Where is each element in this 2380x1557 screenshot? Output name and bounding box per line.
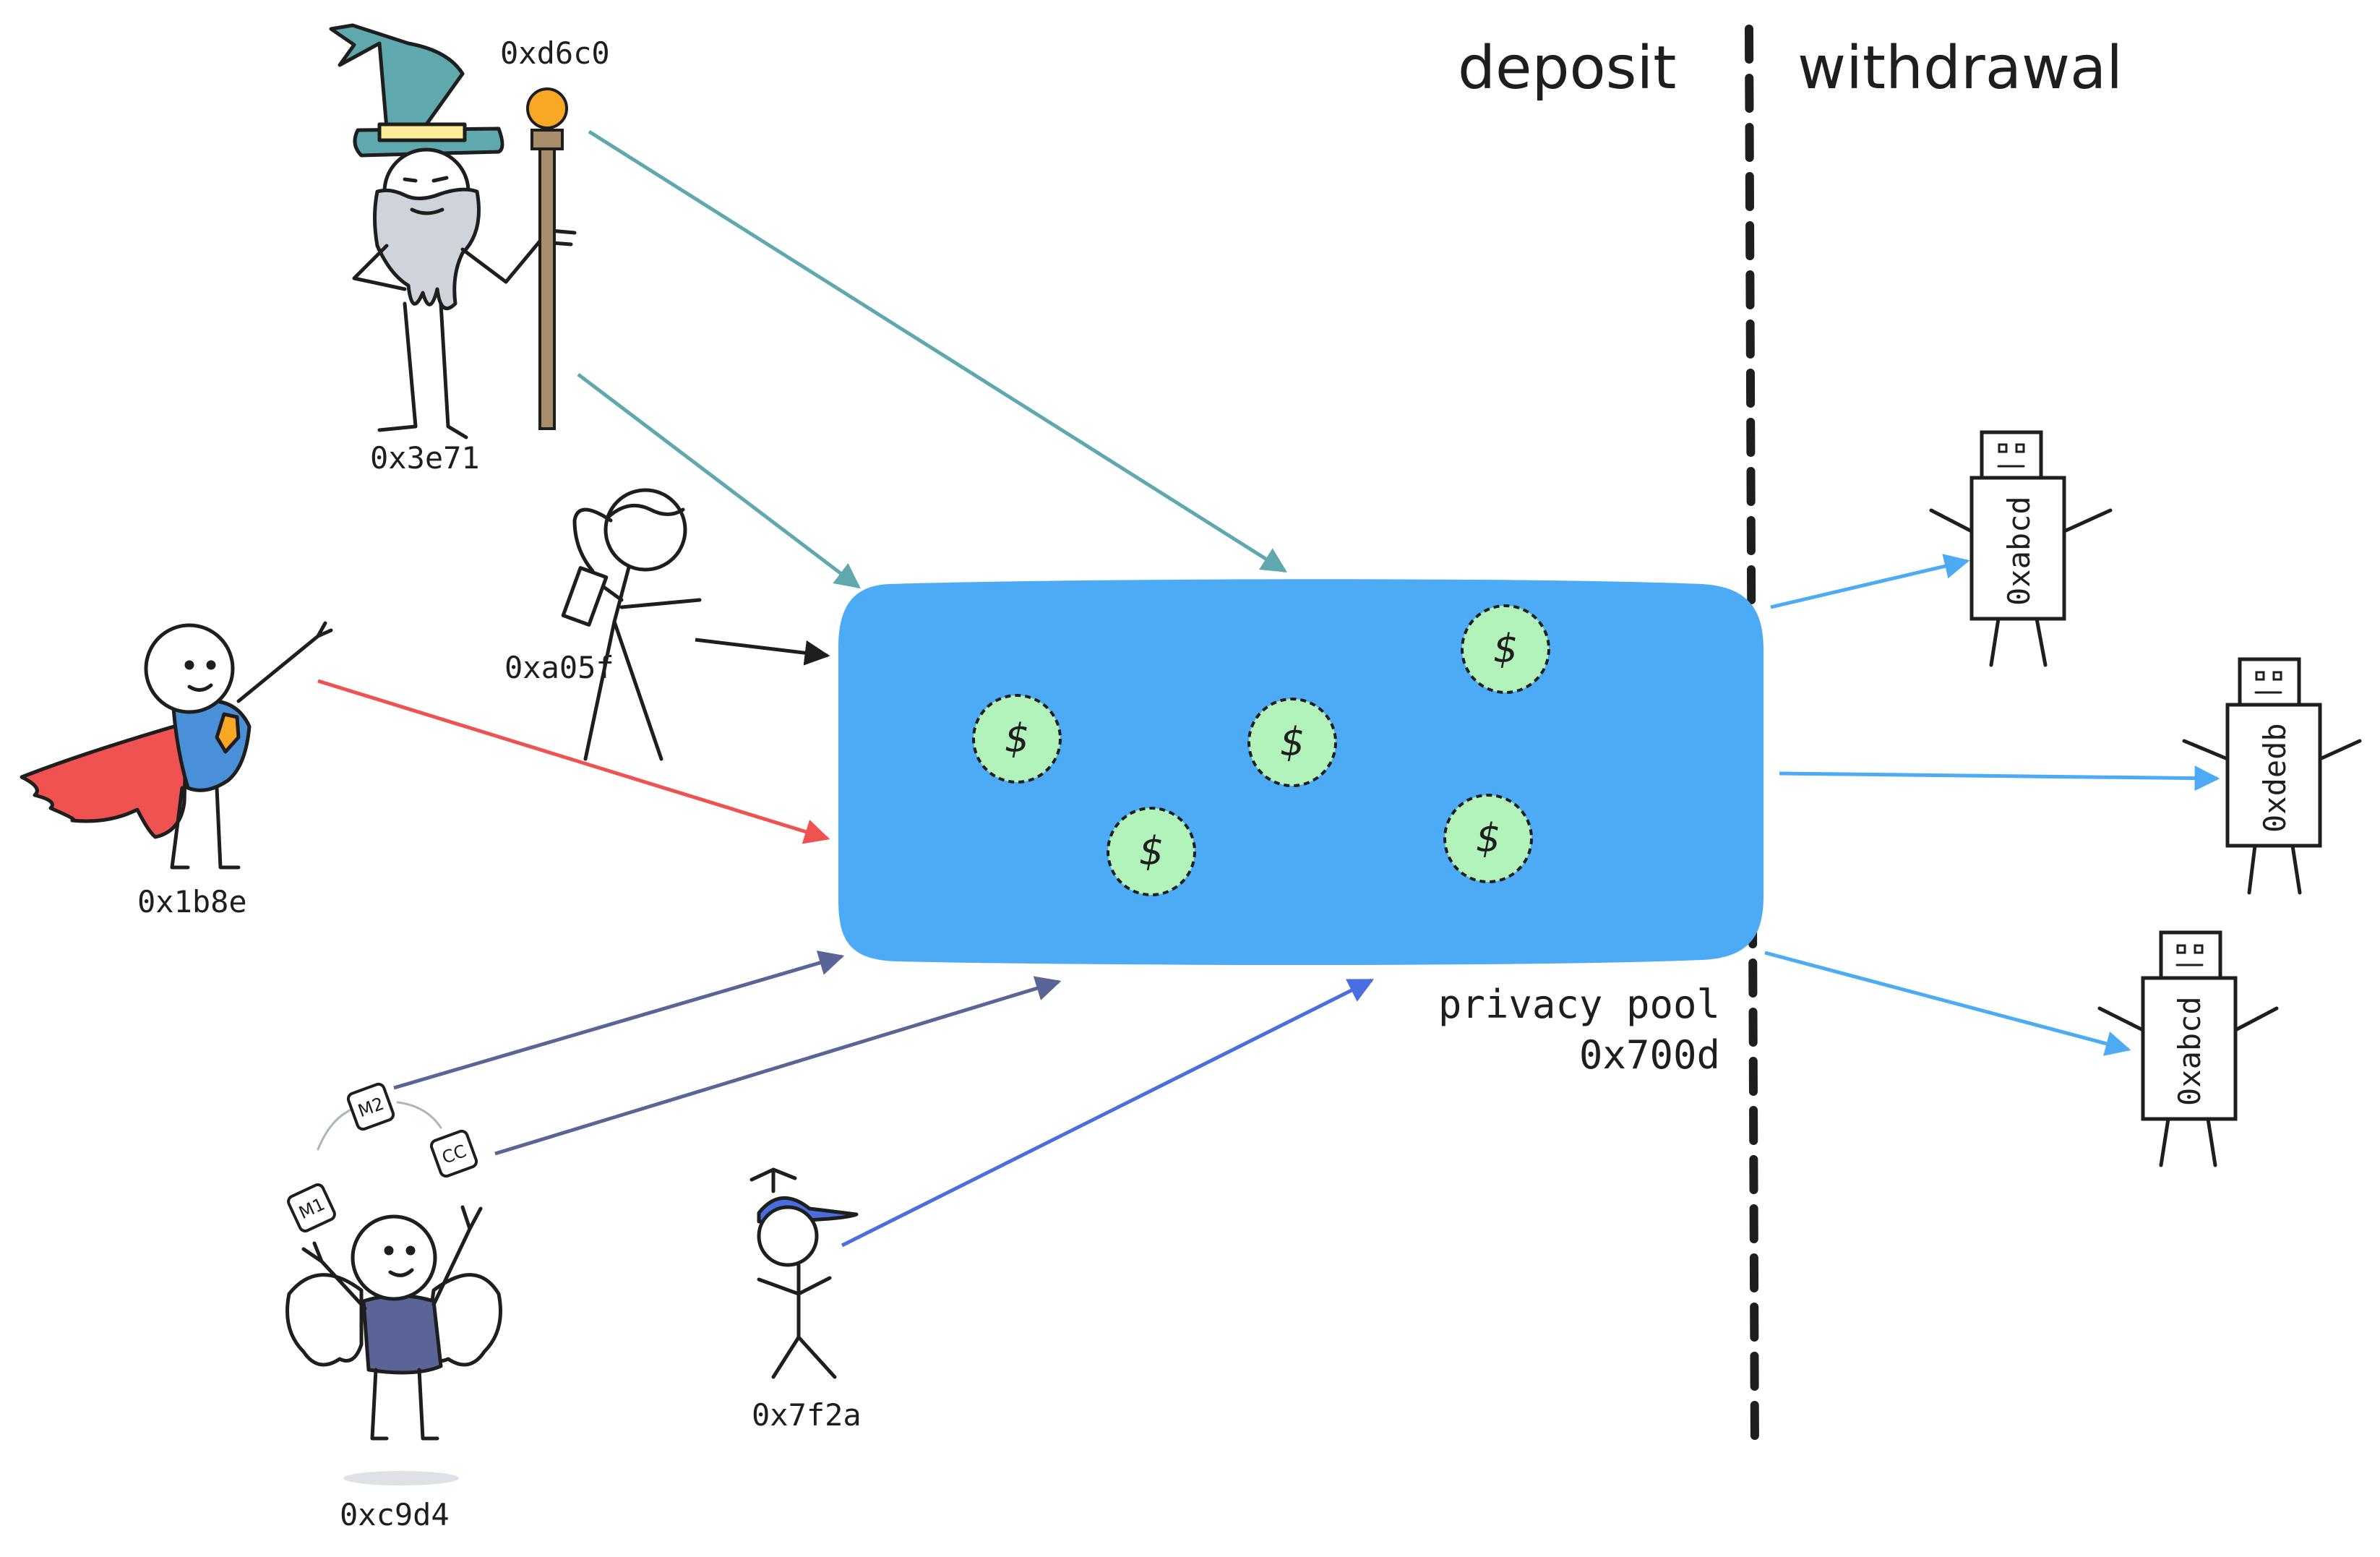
coin: $ [1247, 698, 1337, 787]
pool-label: privacy pool [1438, 982, 1720, 1027]
phone-person-address: 0xa05f [504, 650, 614, 685]
svg-text:0xabcd: 0xabcd [2001, 496, 2037, 606]
angel-juggler-figure [285, 1101, 502, 1485]
deposit-arrow-0x3e71 [577, 373, 861, 589]
coin: $ [1107, 807, 1196, 896]
svg-text:$: $ [1493, 626, 1518, 672]
deposit-arrow-0xc9d4-a [393, 951, 845, 1090]
superhero-address: 0x1b8e [137, 884, 247, 919]
wizard-figure [329, 23, 577, 439]
withdrawal-arrow-3 [1764, 951, 2131, 1056]
usb-robot-1: 0xabcd [1929, 430, 2113, 667]
coin: $ [972, 694, 1062, 784]
coin: $ [1443, 794, 1533, 883]
angel-address: 0xc9d4 [340, 1497, 450, 1532]
svg-text:0xdedb: 0xdedb [2257, 723, 2293, 833]
deposit-arrow-0xa05f [695, 638, 830, 666]
propeller-kid-address: 0x7f2a [752, 1397, 862, 1433]
pool-address: 0x700d [1579, 1032, 1720, 1078]
deposit-arrow-0x7f2a [841, 978, 1375, 1248]
deposit-arrow-0x1b8e [317, 679, 830, 844]
withdrawal-arrow-1 [1770, 554, 1970, 609]
coin: $ [1461, 604, 1550, 694]
svg-text:0xabcd: 0xabcd [2172, 996, 2207, 1106]
juggling-tile-cc: CC [429, 1129, 478, 1178]
usb-robot-3: 0xabcd [2097, 930, 2279, 1167]
deposit-arrow-0xc9d4-b [494, 976, 1062, 1156]
svg-text:$: $ [1476, 815, 1500, 861]
phone-person-figure [561, 488, 702, 761]
svg-text:$: $ [1280, 719, 1305, 765]
wizard-address-bottom: 0x3e71 [370, 440, 480, 476]
deposit-heading: deposit [1458, 34, 1676, 103]
wizard-staff [526, 87, 568, 430]
juggling-tile-m1: M1 [287, 1183, 336, 1232]
deposit-arrow-0xd6c0 [588, 129, 1287, 573]
propeller-kid-figure [749, 1167, 859, 1379]
juggling-tile-m2: M2 [346, 1082, 395, 1131]
svg-text:$: $ [1005, 716, 1029, 761]
superhero-figure [20, 621, 333, 870]
svg-text:$: $ [1139, 828, 1164, 874]
withdrawal-arrow-2 [1779, 765, 2220, 792]
wizard-address-top: 0xd6c0 [500, 35, 610, 71]
withdrawal-heading: withdrawal [1797, 34, 2123, 103]
usb-robot-2: 0xdedb [2182, 657, 2362, 895]
